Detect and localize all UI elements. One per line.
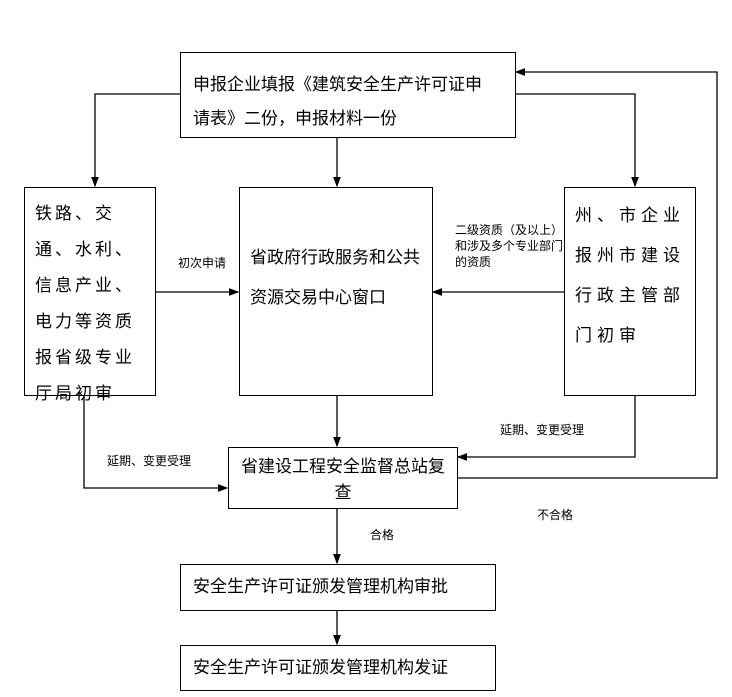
label-fail: 不合格: [537, 508, 574, 522]
window-text: 省政府行政服务和公共资源交易中心窗口: [250, 248, 420, 308]
label-level2: 二级资质（及以上）和涉及多个专业部门的资质: [455, 223, 564, 269]
apply-text-line1: 申报企业填报《建筑安全生产许可证申: [193, 75, 482, 95]
issue-box: 安全生产许可证颁发管理机构发证: [180, 645, 496, 691]
arrow-review-apply-fail: [457, 68, 718, 479]
apply-text-line2: 请表》二份，申报材料一份: [193, 109, 397, 129]
label-extend-right: 延期、变更受理: [500, 423, 585, 437]
apply-box: 申报企业填报《建筑安全生产许可证申 请表》二份，申报材料一份: [180, 52, 516, 138]
city-text: 州、市企业报州市建设行政主管部门初审: [575, 206, 685, 346]
issue-text: 安全生产许可证颁发管理机构发证: [193, 658, 448, 678]
review-box: 省建设工程安全监督总站复查: [228, 447, 458, 509]
approve-box: 安全生产许可证颁发管理机构审批: [180, 564, 496, 611]
arrow-apply-city: [515, 93, 639, 188]
approve-text: 安全生产许可证颁发管理机构审批: [193, 577, 448, 597]
label-first-apply: 初次申请: [178, 256, 227, 270]
label-pass: 合格: [370, 528, 395, 542]
ministry-text: 铁路、交通、水利、信息产业、电力等资质报省级专业厅局初审: [35, 204, 135, 404]
arrow-city-review: [456, 395, 636, 461]
city-box: 州、市企业报州市建设行政主管部门初审: [564, 187, 696, 396]
review-text: 省建设工程安全监督总站复查: [241, 457, 445, 503]
label-extend-left: 延期、变更受理: [107, 454, 192, 468]
ministry-box: 铁路、交通、水利、信息产业、电力等资质报省级专业厅局初审: [24, 187, 156, 404]
arrow-ministry-review: [83, 395, 229, 492]
window-box: 省政府行政服务和公共资源交易中心窗口: [239, 187, 433, 396]
arrow-apply-ministry: [91, 93, 180, 188]
